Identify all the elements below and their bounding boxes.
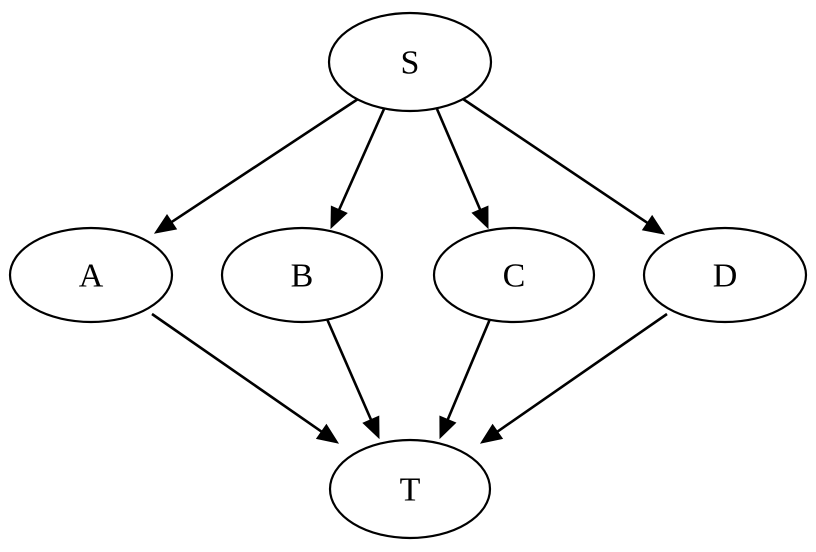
arrowhead-icon	[315, 423, 340, 444]
node-shape[interactable]	[432, 226, 596, 324]
edge-line	[435, 108, 483, 214]
edge-d-to-t	[479, 312, 668, 444]
node-c[interactable]: C	[432, 226, 596, 324]
node-s[interactable]: S	[327, 11, 493, 113]
edge-s-to-b	[330, 108, 386, 230]
edge-c-to-t	[439, 318, 492, 440]
node-shape[interactable]	[8, 226, 174, 324]
edge-line	[167, 97, 359, 226]
arrowhead-icon	[439, 415, 457, 440]
edge-line	[444, 318, 492, 424]
node-shape[interactable]	[220, 226, 384, 324]
edge-line	[493, 312, 668, 435]
edge-s-to-c	[435, 108, 489, 230]
arrowhead-icon	[362, 415, 380, 440]
edge-line	[336, 108, 386, 214]
edge-s-to-a	[153, 97, 359, 234]
node-d[interactable]: D	[642, 226, 808, 324]
edge-line	[325, 318, 374, 424]
node-shape[interactable]	[642, 226, 808, 324]
edge-a-to-t	[151, 312, 340, 444]
edge-b-to-t	[325, 318, 380, 440]
arrowhead-icon	[153, 213, 178, 234]
node-shape[interactable]	[328, 438, 492, 540]
arrowhead-icon	[479, 423, 504, 444]
edges-layer	[151, 97, 668, 444]
edge-s-to-d	[462, 97, 666, 235]
node-a[interactable]: A	[8, 226, 174, 324]
arrowhead-icon	[471, 205, 489, 230]
edge-line	[151, 312, 326, 435]
node-t[interactable]: T	[328, 438, 492, 540]
arrowhead-icon	[330, 205, 348, 230]
edge-line	[462, 97, 652, 227]
arrowhead-icon	[641, 214, 666, 235]
node-shape[interactable]	[327, 11, 493, 113]
node-b[interactable]: B	[220, 226, 384, 324]
